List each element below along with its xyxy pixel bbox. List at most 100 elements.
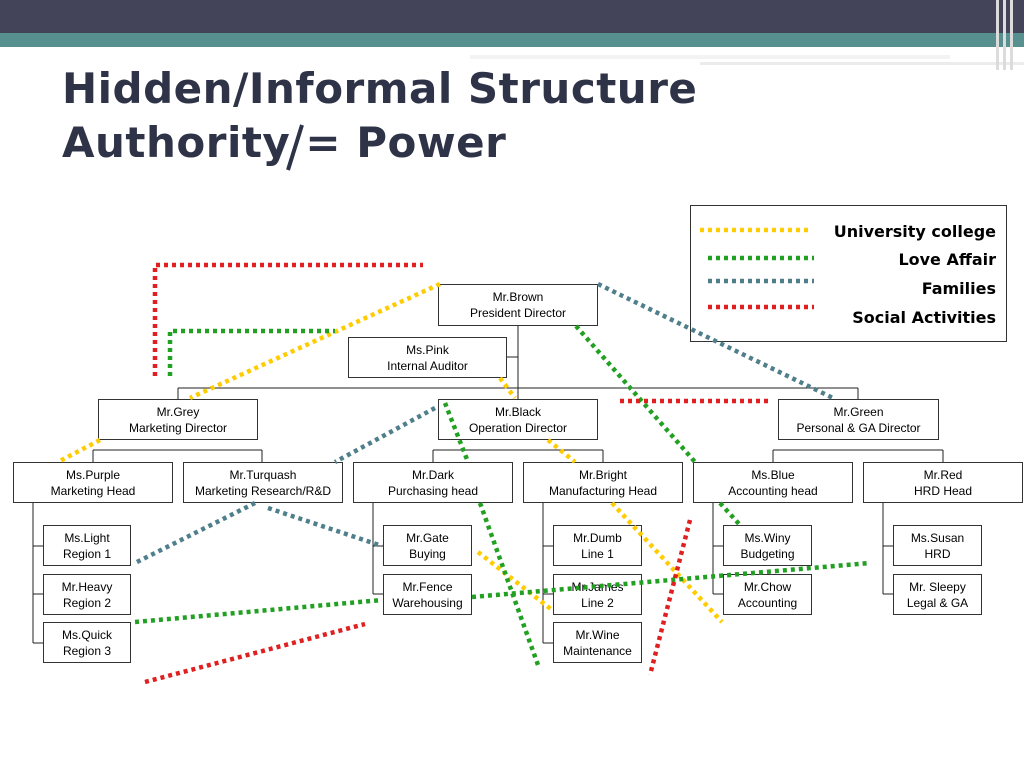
org-box-fence: Mr.Fence Warehousing: [383, 574, 472, 615]
header-stripe: [996, 0, 999, 70]
org-box-black: Mr.Black Operation Director: [438, 399, 598, 440]
org-box-chow: Mr.Chow Accounting: [723, 574, 812, 615]
org-box-winy: Ms.Winy Budgeting: [723, 525, 812, 566]
relation-social-line: [647, 519, 693, 676]
org-role: Marketing Director: [128, 420, 228, 435]
relation-social-line: [144, 621, 366, 685]
org-name: Mr.Dark: [412, 467, 454, 482]
org-role: President Director: [469, 306, 567, 320]
org-box-quick: Ms.Quick Region 3: [43, 622, 131, 663]
legend-label-university: University college: [833, 222, 996, 241]
org-name: Mr.Wine: [575, 627, 620, 642]
org-role: Personal & GA Director: [796, 420, 921, 435]
header-stripe: [700, 62, 1024, 65]
org-role: Region 3: [62, 643, 112, 658]
header-stripe: [1010, 0, 1013, 70]
relation-university-line: [56, 438, 102, 464]
org-name: Mr. Sleepy: [909, 579, 966, 594]
page-title: Hidden/Informal Structure Authority = Po…: [62, 62, 697, 170]
org-box-susan: Ms.Susan HRD: [893, 525, 982, 566]
org-name: Ms.Susan: [910, 530, 965, 545]
org-box-dumb: Mr.Dumb Line 1: [553, 525, 642, 566]
org-box-green: Mr.Green Personal & GA Director: [778, 399, 939, 440]
relation-love-affair-line: [442, 402, 471, 463]
org-name: Mr.Black: [494, 404, 541, 419]
org-name: Ms.Purple: [65, 467, 121, 482]
org-role: Purchasing head: [387, 483, 479, 498]
org-name: Mr.Heavy: [61, 579, 113, 594]
legend-label-love-affair: Love Affair: [898, 250, 996, 269]
org-role: Marketing Head: [50, 483, 136, 498]
title-not-equal-slash: [286, 124, 304, 171]
org-box-purple: Ms.Purple Marketing Head: [13, 462, 173, 503]
org-role: Region 2: [62, 595, 112, 610]
org-role: Warehousing: [392, 595, 463, 610]
org-box-bright: Mr.Bright Manufacturing Head: [523, 462, 683, 503]
org-box-heavy: Mr.Heavy Region 2: [43, 574, 131, 615]
relation-university-line: [610, 501, 724, 624]
org-role: Operation Director: [468, 420, 568, 435]
org-role: Budgeting: [740, 546, 795, 561]
org-name: Mr.Fence: [402, 579, 453, 594]
org-box-wine: Mr.Wine Maintenance: [553, 622, 642, 663]
org-name: Ms.Winy: [744, 530, 791, 545]
org-name: Mr.Brown: [492, 290, 544, 304]
relation-university-line: [498, 376, 517, 400]
org-box-gate: Mr.Gate Buying: [383, 525, 472, 566]
org-name: Mr.Grey: [156, 404, 200, 419]
org-box-turquash: Mr.Turquash Marketing Research/R&D: [183, 462, 343, 503]
org-name: Mr.Turquash: [229, 467, 297, 482]
org-role: Region 1: [62, 546, 112, 561]
org-name: Ms.Light: [64, 530, 110, 545]
org-name: Mr.Green: [833, 404, 884, 419]
header-stripe: [605, 47, 1024, 53]
org-name: Mr.Gate: [406, 530, 449, 545]
relation-families-line: [597, 281, 836, 402]
org-name: Ms.Quick: [61, 627, 112, 642]
org-box-light: Ms.Light Region 1: [43, 525, 131, 566]
relation-social-line: [152, 262, 423, 376]
org-role: Line 1: [581, 546, 614, 561]
org-role: Manufacturing Head: [548, 483, 658, 498]
org-box-brown: Mr.Brown President Director: [438, 284, 598, 326]
legend-label-families: Families: [921, 279, 996, 298]
legend-label-social: Social Activities: [852, 308, 996, 327]
org-role: Line 2: [581, 595, 614, 610]
relation-university-line: [189, 281, 441, 401]
org-box-dark: Mr.Dark Purchasing head: [353, 462, 513, 503]
org-box-red: Mr.Red HRD Head: [863, 462, 1023, 503]
org-role: Maintenance: [563, 643, 632, 658]
org-role: Buying: [409, 546, 446, 561]
org-role: HRD Head: [913, 483, 973, 498]
title-line-2: Authority = Power: [62, 118, 507, 167]
relation-love-affair-line: [134, 597, 383, 625]
relation-love-affair-line: [574, 324, 697, 464]
org-name: Mr.Chow: [743, 579, 792, 594]
org-name: Mr.Dumb: [573, 530, 622, 545]
header-stripe: [1003, 0, 1006, 70]
org-role: Legal & GA: [906, 595, 969, 610]
org-name: Ms.Blue: [751, 467, 795, 482]
org-role: Marketing Research/R&D: [194, 483, 332, 498]
org-role: Accounting head: [728, 483, 818, 498]
title-line-1: Hidden/Informal Structure: [62, 64, 698, 113]
org-box-grey: Mr.Grey Marketing Director: [98, 399, 258, 440]
relation-love-affair-line: [471, 560, 871, 600]
relation-families-line: [267, 505, 383, 549]
relation-families-line: [133, 500, 257, 566]
org-name: Mr.Bright: [578, 467, 627, 482]
org-role: Accounting: [737, 595, 798, 610]
relation-university-line: [546, 438, 577, 464]
relation-love-affair-line: [718, 501, 742, 527]
org-box-sleepy: Mr. Sleepy Legal & GA: [893, 574, 982, 615]
org-role: HRD: [924, 546, 951, 561]
relation-love-affair-line: [167, 328, 335, 376]
legend: University college Love Affair Families …: [690, 205, 1007, 342]
org-role: Internal Auditor: [387, 358, 468, 373]
org-name: Mr.Red: [923, 467, 963, 482]
header-teal-bar: [0, 33, 1024, 47]
relation-love-affair-line: [477, 502, 541, 666]
org-box-pink: Ms.Pink Internal Auditor: [348, 337, 507, 378]
org-name: Ms.Pink: [406, 342, 449, 357]
